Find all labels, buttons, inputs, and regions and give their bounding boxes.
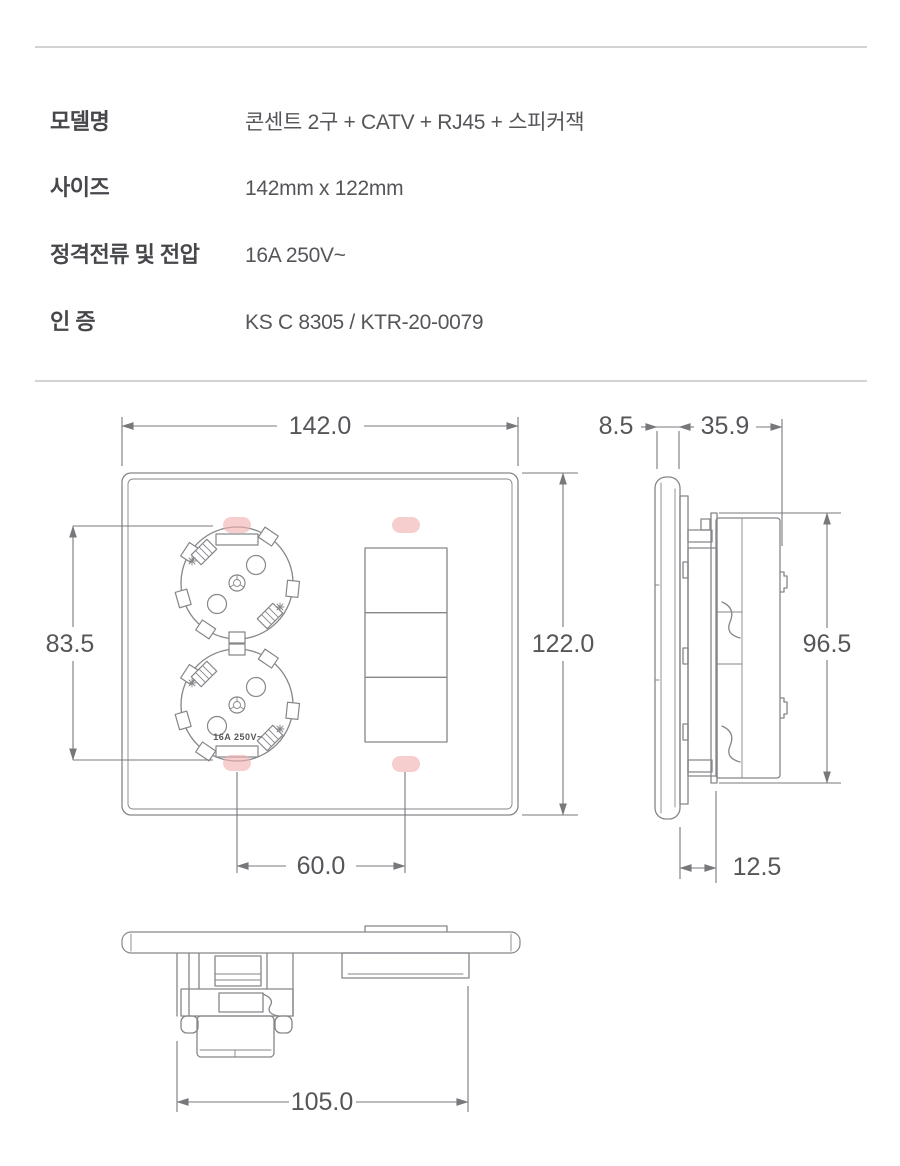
spec-value: 16A 250V~ <box>245 244 346 267</box>
socket-rating-text: 16A 250V~ <box>213 732 262 742</box>
terminal-box <box>196 1015 275 1058</box>
dim-plate-thickness: 8.5 <box>599 412 694 469</box>
dim-box-depth: 12.5 <box>679 791 782 883</box>
socket-top-bottom-notch <box>228 631 246 644</box>
dim-label: 122.0 <box>532 630 595 658</box>
mechanism-body <box>715 517 781 779</box>
claw-detail <box>721 601 741 639</box>
spec-label: 모델명 <box>50 109 110 134</box>
dim-label: 83.5 <box>46 630 95 658</box>
spec-label: 사이즈 <box>50 175 110 200</box>
mounting-foot <box>180 1015 199 1034</box>
screw-highlight <box>223 517 251 533</box>
module-housing-bottom <box>341 952 470 979</box>
dim-strap-height: 96.5 <box>719 512 852 784</box>
spec-row-size: 사이즈 142mm x 122mm <box>50 170 404 202</box>
screw-highlight <box>392 517 420 533</box>
top-hook <box>687 529 713 543</box>
dim-front-width: 142.0 <box>121 412 519 466</box>
dim-body-width: 105.0 <box>176 986 469 1116</box>
terminal-screw <box>779 697 788 719</box>
dimension-diagram: 16A 250V~ 142.0 12 <box>46 412 852 1116</box>
socket-bottom <box>174 648 301 762</box>
top-divider <box>35 46 867 48</box>
spec-value: 142mm x 122mm <box>245 177 404 200</box>
side-view: 8.5 35.9 96.5 12.5 <box>599 412 852 883</box>
spec-value: KS C 8305 / KTR-20-0079 <box>245 311 484 334</box>
spec-row-certification: 인 증 KS C 8305 / KTR-20-0079 <box>50 304 484 336</box>
faceplate-outline <box>121 472 519 816</box>
plate-backing <box>679 495 689 805</box>
dim-socket-span: 83.5 <box>46 525 213 761</box>
plate-bottom-profile <box>121 931 521 954</box>
dim-label: 96.5 <box>803 630 852 658</box>
socket-mechanism-bottom <box>176 952 294 1058</box>
module-frame <box>364 547 448 743</box>
front-view: 16A 250V~ 142.0 12 <box>46 412 595 880</box>
screw-highlight <box>392 756 420 772</box>
spec-row-rating: 정격전류 및 전압 16A 250V~ <box>50 237 346 269</box>
spec-label: 인 증 <box>50 309 96 334</box>
dim-label: 35.9 <box>701 412 750 440</box>
screw-highlight <box>223 755 251 771</box>
dim-label: 8.5 <box>599 412 634 440</box>
dim-label: 12.5 <box>733 853 782 881</box>
mechanism-front <box>687 547 718 777</box>
spec-row-model: 모델명 콘센트 2구 + CATV + RJ45 + 스피커잭 <box>50 104 585 136</box>
faceplate-inner-line <box>127 478 513 810</box>
dim-center-span: 60.0 <box>236 772 406 880</box>
dim-front-height: 122.0 <box>522 472 595 816</box>
section-divider <box>35 380 867 382</box>
socket-bottom-top-notch <box>228 643 246 656</box>
mounting-foot <box>274 1015 293 1034</box>
claw-detail <box>721 725 741 763</box>
dim-label: 105.0 <box>291 1088 354 1116</box>
spec-value: 콘센트 2구 + CATV + RJ45 + 스피커잭 <box>245 111 585 134</box>
dim-label: 60.0 <box>297 852 346 880</box>
dim-body-depth: 35.9 <box>701 412 783 546</box>
spec-label: 정격전류 및 전압 <box>50 242 200 267</box>
socket-top-tab <box>215 533 259 546</box>
plate-side-profile <box>654 476 681 820</box>
module-stack <box>364 547 448 743</box>
dim-label: 142.0 <box>289 412 352 440</box>
bottom-hook <box>687 759 713 773</box>
bottom-view: 105.0 <box>121 925 521 1116</box>
terminal-screw <box>779 571 788 593</box>
